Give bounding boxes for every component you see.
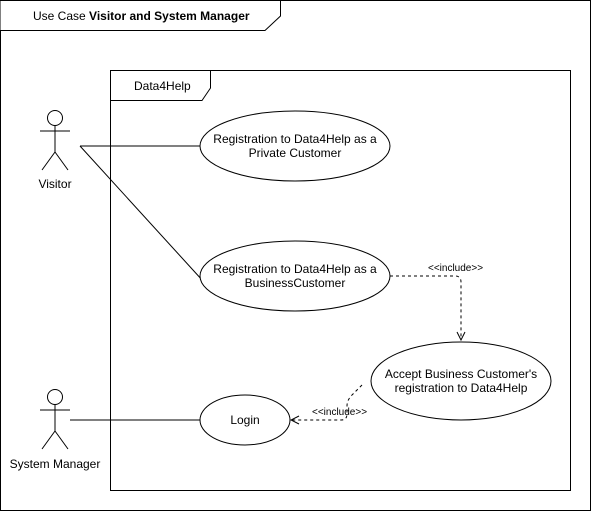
- use-case-business-registration[interactable]: Registration to Data4Help as a BusinessC…: [199, 240, 391, 312]
- use-case-private-line1: Registration to Data4Help as a: [213, 132, 377, 146]
- use-case-private-registration[interactable]: Registration to Data4Help as a Private C…: [199, 110, 391, 182]
- frame-title: Use Case Visitor and System Manager: [33, 9, 250, 23]
- actor-figure-icon: [40, 389, 70, 450]
- use-case-login[interactable]: Login: [199, 394, 291, 446]
- use-case-business-line2: BusinessCustomer: [245, 276, 346, 290]
- system-boundary: Data4Help: [110, 70, 571, 491]
- use-case-private-line2: Private Customer: [249, 146, 342, 160]
- include-label-accept-login: <<include>>: [312, 407, 367, 418]
- actor-figure-icon: [40, 110, 70, 171]
- include-label-business-accept: <<include>>: [428, 263, 483, 274]
- use-case-login-label: Login: [230, 413, 259, 427]
- actor-visitor[interactable]: Visitor: [38, 110, 72, 192]
- association-visitor-business: [79, 145, 204, 282]
- use-case-accept-line2: registration to Data4Help: [395, 381, 528, 395]
- system-name: Data4Help: [134, 79, 191, 93]
- include-arrow-business-accept: [390, 275, 461, 340]
- actor-visitor-label: Visitor: [38, 177, 71, 191]
- use-case-accept-line1: Accept Business Customer's: [385, 367, 537, 381]
- use-case-accept-registration[interactable]: Accept Business Customer's registration …: [370, 341, 552, 421]
- actor-system-manager-label: System Manager: [10, 457, 101, 471]
- use-case-business-line1: Registration to Data4Help as a: [213, 262, 377, 276]
- actor-system-manager[interactable]: System Manager: [10, 389, 101, 472]
- include-arrow-accept-login: [291, 384, 363, 420]
